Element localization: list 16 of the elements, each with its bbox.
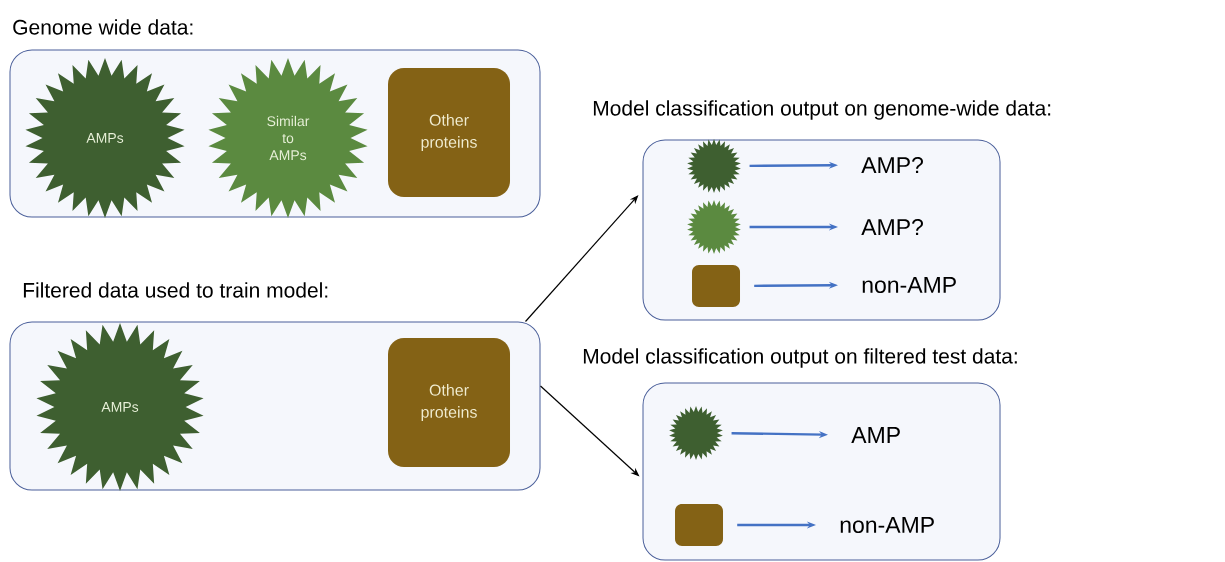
heading: Model classification output on filtered test data: bbox=[583, 348, 1017, 368]
rounded-square bbox=[675, 504, 723, 546]
star-shape bbox=[687, 139, 741, 193]
heading: Model classification output on genome-wide data: bbox=[593, 100, 1051, 120]
output-label: AMP? bbox=[861, 156, 923, 173]
rounded-square: Other proteins bbox=[388, 338, 510, 467]
rounded-square: Other proteins bbox=[388, 68, 510, 197]
heading: Filtered data used to train model: bbox=[23, 282, 328, 298]
output-label: AMP? bbox=[861, 218, 923, 236]
rounded-square bbox=[692, 265, 740, 307]
output-label: AMP bbox=[851, 427, 900, 443]
output-label: non-AMP bbox=[862, 276, 956, 293]
heading: Genome wide data: bbox=[13, 19, 193, 35]
star-shape bbox=[669, 406, 723, 460]
star-shape bbox=[687, 200, 741, 254]
output-label: non-AMP bbox=[840, 516, 934, 533]
